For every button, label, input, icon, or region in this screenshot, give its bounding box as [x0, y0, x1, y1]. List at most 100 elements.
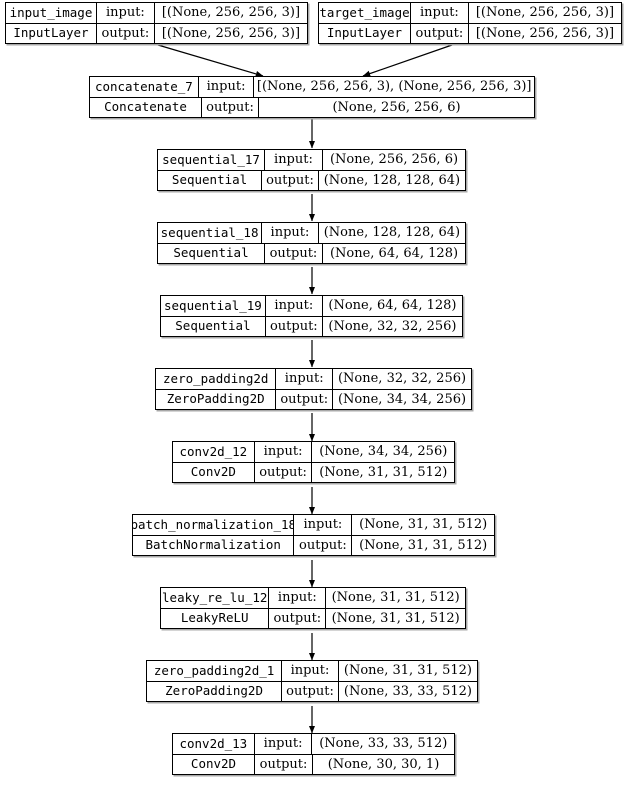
node-row-output: InputLayer output: [(None, 256, 256, 3)]: [319, 23, 621, 43]
node-row-input: conv2d_13 input: (None, 33, 33, 512): [173, 734, 454, 755]
node-row-output: ZeroPadding2D output: (None, 33, 33, 512…: [147, 681, 477, 701]
node-zero_padding2d[interactable]: zero_padding2d input: (None, 32, 32, 256…: [155, 368, 472, 410]
layer-class: InputLayer: [319, 23, 411, 43]
input-shape: [(None, 256, 256, 3), (None, 256, 256, 3…: [256, 79, 532, 95]
node-target_image[interactable]: target_image input: [(None, 256, 256, 3)…: [318, 2, 622, 44]
node-row-output: ZeroPadding2D output: (None, 34, 34, 256…: [156, 389, 471, 409]
io-label-input: input:: [282, 661, 339, 681]
output-shape: (None, 256, 256, 6): [332, 99, 461, 115]
node-row-input: input_image input: [(None, 256, 256, 3)]: [6, 3, 307, 24]
io-label-output: output:: [294, 535, 353, 555]
output-shape: (None, 31, 31, 512): [331, 610, 460, 626]
layer-class: ZeroPadding2D: [147, 681, 283, 701]
node-row-output: Conv2D output: (None, 30, 30, 1): [173, 754, 454, 774]
node-row-input: target_image input: [(None, 256, 256, 3)…: [319, 3, 621, 24]
layer-name: conv2d_13: [173, 734, 255, 754]
node-sequential_17[interactable]: sequential_17 input: (None, 256, 256, 6)…: [157, 149, 466, 191]
node-zero_padding2d_1[interactable]: zero_padding2d_1 input: (None, 31, 31, 5…: [146, 660, 478, 702]
node-sequential_19[interactable]: sequential_19 input: (None, 64, 64, 128)…: [160, 295, 463, 337]
layer-name: leaky_re_lu_12: [161, 588, 270, 608]
input-shape: (None, 33, 33, 512): [319, 736, 448, 752]
layer-name: sequential_17: [158, 150, 265, 170]
edge-target_image-to-concatenate_7: [362, 44, 453, 77]
layer-name: zero_padding2d: [156, 369, 277, 389]
io-label-output: output:: [411, 23, 469, 43]
input-shape: [(None, 256, 256, 3)]: [475, 5, 615, 21]
output-shape: (None, 33, 33, 512): [343, 683, 472, 699]
io-label-output: output:: [282, 681, 339, 701]
node-sequential_18[interactable]: sequential_18 input: (None, 128, 128, 64…: [157, 222, 466, 264]
io-label-input: input:: [294, 515, 353, 535]
node-row-input: leaky_re_lu_12 input: (None, 31, 31, 512…: [161, 588, 465, 609]
output-shape: [(None, 256, 256, 3)]: [161, 25, 301, 41]
input-shape: [(None, 256, 256, 3)]: [161, 5, 301, 21]
layer-class: Conv2D: [173, 462, 255, 482]
layer-class: Sequential: [158, 243, 265, 263]
node-row-output: Sequential output: (None, 64, 64, 128): [158, 243, 465, 263]
layer-class: InputLayer: [6, 23, 97, 43]
layer-class: Sequential: [161, 316, 266, 336]
io-label-output: output:: [255, 754, 313, 774]
layer-class: Concatenate: [90, 97, 202, 117]
layer-name: sequential_18: [158, 223, 263, 243]
io-label-output: output:: [262, 170, 319, 190]
input-shape: (None, 31, 31, 512): [331, 590, 460, 606]
io-label-output: output:: [255, 462, 313, 482]
node-row-output: Sequential output: (None, 32, 32, 256): [161, 316, 462, 336]
input-shape: (None, 256, 256, 6): [329, 152, 459, 168]
io-label-input: input:: [265, 150, 323, 170]
node-row-output: Sequential output: (None, 128, 128, 64): [158, 170, 465, 190]
input-shape: (None, 32, 32, 256): [337, 371, 467, 387]
layer-name: sequential_19: [161, 296, 266, 316]
node-row-input: sequential_18 input: (None, 128, 128, 64…: [158, 223, 465, 244]
io-label-output: output:: [265, 243, 323, 263]
node-conv2d_12[interactable]: conv2d_12 input: (None, 34, 34, 256) Con…: [172, 441, 455, 483]
node-row-input: zero_padding2d_1 input: (None, 31, 31, 5…: [147, 661, 477, 682]
layer-name: concatenate_7: [90, 77, 199, 97]
layer-class: Conv2D: [173, 754, 255, 774]
layer-name: conv2d_12: [173, 442, 255, 462]
node-row-input: batch_normalization_18 input: (None, 31,…: [133, 515, 494, 536]
node-row-input: zero_padding2d input: (None, 32, 32, 256…: [156, 369, 471, 390]
io-label-output: output:: [269, 608, 327, 628]
input-shape: (None, 31, 31, 512): [343, 663, 472, 679]
output-shape: (None, 34, 34, 256): [337, 391, 467, 407]
input-shape: (None, 34, 34, 256): [319, 444, 448, 460]
io-label-input: input:: [266, 296, 323, 316]
edge-input_image-to-concatenate_7: [157, 44, 264, 77]
output-shape: (None, 32, 32, 256): [328, 318, 457, 334]
layer-name: batch_normalization_18: [133, 515, 295, 535]
node-row-input: sequential_17 input: (None, 256, 256, 6): [158, 150, 465, 171]
input-shape: (None, 31, 31, 512): [359, 517, 488, 533]
io-label-output: output:: [97, 23, 155, 43]
io-label-input: input:: [199, 77, 255, 97]
io-label-input: input:: [411, 3, 469, 23]
node-row-output: BatchNormalization output: (None, 31, 31…: [133, 535, 494, 555]
io-label-output: output:: [266, 316, 323, 336]
node-concatenate_7[interactable]: concatenate_7 input: [(None, 256, 256, 3…: [89, 76, 535, 118]
io-label-input: input:: [269, 588, 327, 608]
output-shape: [(None, 256, 256, 3)]: [475, 25, 615, 41]
node-leaky_re_lu_12[interactable]: leaky_re_lu_12 input: (None, 31, 31, 512…: [160, 587, 466, 629]
layer-class: ZeroPadding2D: [156, 389, 277, 409]
node-conv2d_13[interactable]: conv2d_13 input: (None, 33, 33, 512) Con…: [172, 733, 455, 775]
node-row-output: InputLayer output: [(None, 256, 256, 3)]: [6, 23, 307, 43]
io-label-input: input:: [262, 223, 319, 243]
input-shape: (None, 64, 64, 128): [328, 298, 457, 314]
io-label-input: input:: [255, 734, 313, 754]
node-row-output: Concatenate output: (None, 256, 256, 6): [90, 97, 534, 117]
node-row-output: Conv2D output: (None, 31, 31, 512): [173, 462, 454, 482]
io-label-input: input:: [276, 369, 334, 389]
layer-name: zero_padding2d_1: [147, 661, 283, 681]
layer-class: LeakyReLU: [161, 608, 270, 628]
node-row-input: concatenate_7 input: [(None, 256, 256, 3…: [90, 77, 534, 98]
layer-class: Sequential: [158, 170, 263, 190]
io-label-input: input:: [97, 3, 155, 23]
output-shape: (None, 30, 30, 1): [327, 756, 440, 772]
layer-name: input_image: [6, 3, 97, 23]
output-shape: (None, 31, 31, 512): [359, 537, 488, 553]
layer-name: target_image: [319, 3, 411, 23]
node-input_image[interactable]: input_image input: [(None, 256, 256, 3)]…: [5, 2, 308, 44]
node-batch_normalization_18[interactable]: batch_normalization_18 input: (None, 31,…: [132, 514, 495, 556]
